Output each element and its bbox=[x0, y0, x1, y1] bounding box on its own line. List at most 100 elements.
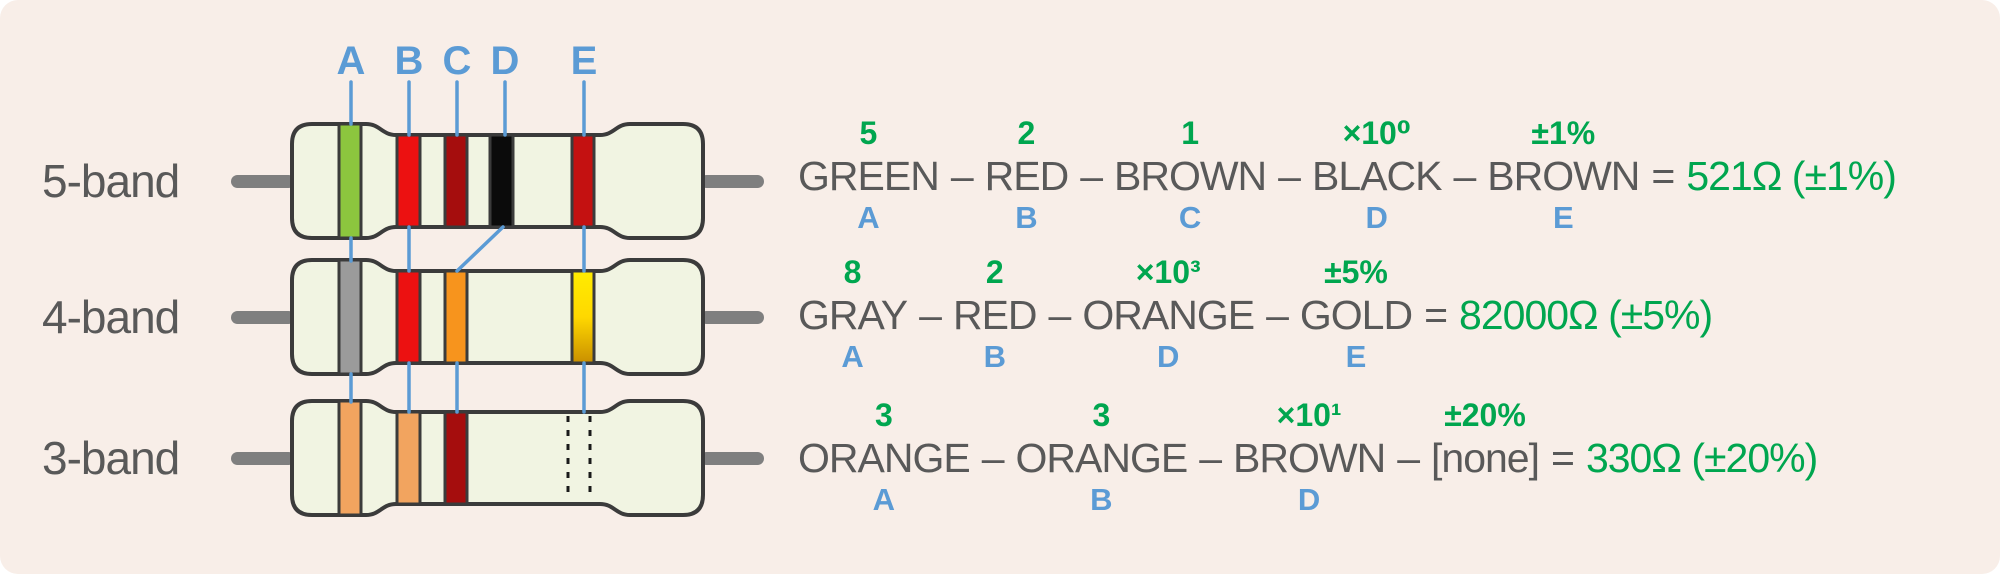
band-color-name: – bbox=[1266, 292, 1289, 338]
band-color-name: GREEN bbox=[798, 153, 940, 199]
column-label-D: D bbox=[491, 39, 520, 83]
resistor-lead-left bbox=[231, 175, 295, 188]
band-color-name: – bbox=[1278, 153, 1301, 199]
band-value-label: ×10³ bbox=[1135, 254, 1201, 290]
band-color-name: BROWN bbox=[1233, 435, 1386, 481]
band-color-name: BROWN bbox=[1114, 153, 1267, 199]
band-orange-D bbox=[443, 269, 469, 365]
column-label-A: A bbox=[337, 39, 366, 83]
band-value-label bbox=[1055, 253, 1064, 291]
band-value-label: 5 bbox=[859, 115, 878, 151]
band-value-label bbox=[957, 114, 966, 152]
band-letter-label: A bbox=[857, 200, 880, 235]
dash-separator: – bbox=[1037, 253, 1083, 375]
band-color-name: RED bbox=[984, 153, 1070, 199]
dash-separator: – bbox=[907, 253, 953, 375]
band-value-label bbox=[1087, 114, 1096, 152]
band-value-label: ±20% bbox=[1444, 397, 1526, 433]
band-letter-label bbox=[1431, 339, 1440, 375]
band-red-B bbox=[395, 269, 422, 365]
band-value-label bbox=[988, 396, 997, 434]
band-letter-label bbox=[1558, 482, 1567, 518]
dash-separator: – bbox=[939, 114, 985, 236]
band-letter-label bbox=[1273, 339, 1282, 375]
equals-sign: = bbox=[1639, 114, 1686, 236]
resistance-result: 521Ω (±1%) bbox=[1686, 114, 1897, 236]
equals-sign: = bbox=[1539, 396, 1586, 518]
band-letter-label: E bbox=[1345, 339, 1367, 374]
band-value-label bbox=[1460, 114, 1469, 152]
band-color-name: BROWN bbox=[1487, 153, 1640, 199]
band-letter-label bbox=[1697, 482, 1706, 518]
band-color-name: RED bbox=[952, 292, 1038, 338]
band-letter-label bbox=[1581, 339, 1590, 375]
band-color-name: 82000Ω (±5%) bbox=[1459, 292, 1713, 338]
band-value-label bbox=[926, 253, 935, 291]
band-letter-label: B bbox=[1015, 200, 1038, 235]
band-color-name: – bbox=[950, 153, 974, 199]
band-value-label bbox=[1206, 396, 1215, 434]
band-value-label: ×10⁰ bbox=[1342, 115, 1411, 151]
band-value-label: 3 bbox=[874, 397, 893, 433]
band-letter-label: B bbox=[983, 339, 1006, 374]
band-color-name: – bbox=[981, 435, 1005, 481]
band-color-name: [none] bbox=[1431, 435, 1540, 481]
band-letter-label: D bbox=[1157, 339, 1180, 374]
dash-separator: – bbox=[970, 396, 1016, 518]
resistor-body bbox=[290, 399, 705, 517]
dash-separator: – bbox=[1385, 396, 1431, 518]
band-green-A bbox=[337, 122, 363, 240]
band-letter-label bbox=[1460, 200, 1469, 236]
resistance-result: 330Ω (±20%) bbox=[1585, 396, 1818, 518]
band-color-name: = bbox=[1651, 153, 1675, 199]
band-value-label: ±1% bbox=[1531, 115, 1596, 151]
resistor-body bbox=[290, 258, 705, 376]
row-label-3-band: 3-band bbox=[42, 432, 180, 484]
column-label-B: B bbox=[395, 39, 424, 83]
band-color-name: = bbox=[1424, 292, 1448, 338]
resistor-lead-right bbox=[700, 311, 764, 324]
color-word-segment: ±20%[none] bbox=[1431, 396, 1540, 518]
band-letter-label: B bbox=[1090, 482, 1113, 517]
band-color-name: ORANGE bbox=[1015, 435, 1189, 481]
band-color-name: – bbox=[1199, 435, 1222, 481]
band-letter-label bbox=[1481, 482, 1490, 518]
band-value-label bbox=[1273, 253, 1282, 291]
band-letter-label bbox=[1206, 482, 1215, 518]
column-label-C: C bbox=[443, 39, 472, 83]
band-color-name: 330Ω (±20%) bbox=[1585, 435, 1818, 481]
column-label-E: E bbox=[571, 39, 598, 83]
band-color-name: = bbox=[1551, 435, 1575, 481]
resistor-lead-right bbox=[700, 175, 764, 188]
band-color-name: – bbox=[919, 292, 942, 338]
band-letter-label bbox=[1404, 482, 1413, 518]
band-value-label: 3 bbox=[1092, 397, 1111, 433]
band-letter-label bbox=[1285, 200, 1294, 236]
band-value-label bbox=[1697, 396, 1706, 434]
band-color-name: ORANGE bbox=[1082, 292, 1255, 338]
band-value-label bbox=[1558, 396, 1567, 434]
band-color-name: – bbox=[1048, 292, 1072, 338]
band-value-label: 8 bbox=[843, 254, 862, 290]
band-value-label bbox=[1658, 114, 1667, 152]
band-value-label: ±5% bbox=[1324, 254, 1388, 290]
band-red-B bbox=[395, 133, 422, 229]
band-color-name: – bbox=[1080, 153, 1103, 199]
dash-separator: – bbox=[1254, 253, 1300, 375]
band-letter-label: C bbox=[1178, 200, 1202, 235]
band-letter-label: D bbox=[1365, 200, 1388, 235]
band-gray-A bbox=[337, 258, 363, 376]
